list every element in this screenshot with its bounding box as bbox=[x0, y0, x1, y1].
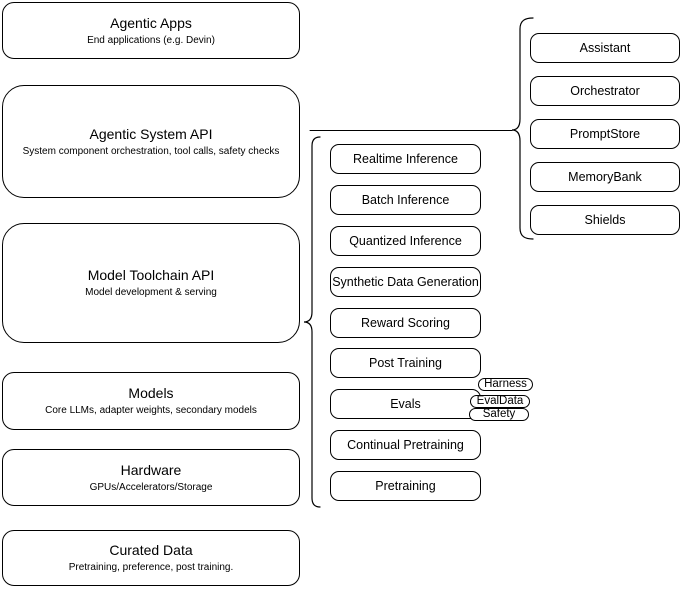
service-node-reward-scoring: Reward Scoring bbox=[330, 307, 481, 338]
service-node-evals: Evals bbox=[330, 389, 481, 420]
component-node-orchestrator: Orchestrator bbox=[530, 76, 680, 106]
component-node-memorybank: MemoryBank bbox=[530, 162, 680, 192]
layer-node-curated-data: Curated Data Pretraining, preference, po… bbox=[2, 530, 300, 586]
system-components-column: Assistant Orchestrator PromptStore Memor… bbox=[530, 33, 680, 235]
service-node-quantized-inference: Quantized Inference bbox=[330, 225, 481, 256]
service-node-batch-inference: Batch Inference bbox=[330, 184, 481, 215]
layer-node-model-toolchain-api: Model Toolchain API Model development & … bbox=[2, 223, 300, 343]
layer-title: Agentic Apps bbox=[110, 14, 192, 31]
layer-node-agentic-system-api: Agentic System API System component orch… bbox=[2, 85, 300, 198]
toolchain-services-column: Realtime Inference Batch Inference Quant… bbox=[330, 144, 481, 502]
service-node-pretraining: Pretraining bbox=[330, 471, 481, 502]
toolchain-brace bbox=[303, 136, 321, 508]
component-node-shields: Shields bbox=[530, 205, 680, 235]
layer-title: Hardware bbox=[120, 461, 182, 478]
layer-node-models: Models Core LLMs, adapter weights, secon… bbox=[2, 372, 300, 430]
layer-title: Curated Data bbox=[109, 542, 193, 558]
eval-tag-harness: Harness bbox=[478, 378, 533, 391]
layer-title: Models bbox=[128, 385, 174, 401]
service-node-continual-pretraining: Continual Pretraining bbox=[330, 430, 481, 461]
layer-node-agentic-apps: Agentic Apps End applications (e.g. Devi… bbox=[2, 2, 300, 59]
service-node-synthetic-data-generation: Synthetic Data Generation bbox=[330, 266, 481, 297]
component-node-promptstore: PromptStore bbox=[530, 119, 680, 149]
layer-title: Model Toolchain API bbox=[87, 267, 215, 283]
layer-node-hardware: Hardware GPUs/Accelerators/Storage bbox=[2, 449, 300, 506]
service-node-post-training: Post Training bbox=[330, 348, 481, 379]
layer-subtitle: System component orchestration, tool cal… bbox=[22, 145, 280, 157]
eval-tag-evaldata: EvalData bbox=[470, 395, 530, 408]
layer-subtitle: Model development & serving bbox=[85, 287, 217, 298]
layer-subtitle: GPUs/Accelerators/Storage bbox=[89, 481, 213, 493]
layer-subtitle: End applications (e.g. Devin) bbox=[87, 34, 215, 46]
layer-title: Agentic System API bbox=[89, 125, 213, 142]
layer-subtitle: Core LLMs, adapter weights, secondary mo… bbox=[45, 405, 257, 416]
eval-tag-safety: Safety bbox=[469, 408, 529, 421]
service-node-realtime-inference: Realtime Inference bbox=[330, 144, 481, 174]
layer-subtitle: Pretraining, preference, post training. bbox=[68, 562, 234, 573]
component-node-assistant: Assistant bbox=[530, 33, 680, 63]
